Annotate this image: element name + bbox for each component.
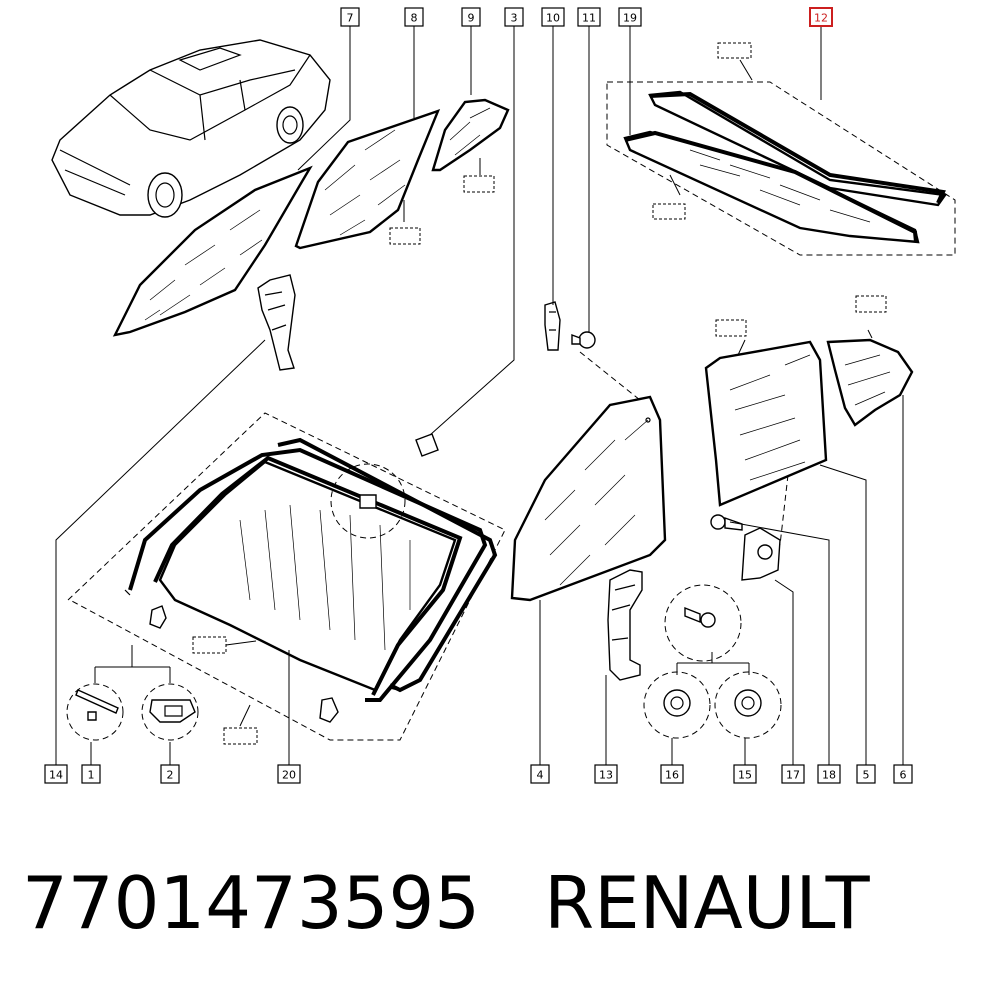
callout-9-label: 9 (468, 12, 475, 25)
glass-part-4 (510, 395, 667, 602)
callout-13-label: 13 (599, 769, 613, 782)
parts-diagram: 7 8 9 3 10 11 19 12 14 1 2 20 (44, 7, 956, 784)
brand-name: RENAULT (544, 861, 870, 945)
callout-20-label: 20 (282, 769, 296, 782)
callout-13: 13 (594, 764, 618, 784)
callout-18: 18 (817, 764, 841, 784)
callout-15: 15 (733, 764, 757, 784)
callout-8-label: 8 (411, 12, 418, 25)
callout-5-label: 5 (863, 769, 870, 782)
callout-4-label: 4 (537, 769, 544, 782)
glass-part-9 (431, 98, 510, 193)
callout-7-label: 7 (347, 12, 354, 25)
callout-12: 12 (809, 7, 833, 27)
callout-18-label: 18 (822, 769, 836, 782)
callout-20: 20 (277, 764, 301, 784)
bracket-part-14 (257, 274, 296, 371)
callout-14: 14 (44, 764, 68, 784)
callout-15-label: 15 (738, 769, 752, 782)
part-caption: 7701473595 RENAULT (22, 858, 982, 958)
callout-16-label: 16 (665, 769, 679, 782)
detail-parts-1-2 (66, 645, 199, 741)
callout-14-label: 14 (49, 769, 63, 782)
callout-12-label: 12 (814, 12, 828, 25)
glass-part-8 (294, 109, 441, 250)
car-illustration (51, 39, 331, 218)
callout-1: 1 (81, 764, 101, 784)
callout-3: 3 (504, 7, 524, 27)
callout-10: 10 (541, 7, 565, 27)
leader-lines (55, 26, 904, 765)
fastener-parts-15-16 (643, 584, 782, 739)
callout-10-label: 10 (546, 12, 560, 25)
part-number: 7701473595 (22, 861, 481, 945)
callout-7: 7 (340, 7, 360, 27)
callout-16: 16 (660, 764, 684, 784)
callout-6: 6 (893, 764, 913, 784)
callout-9: 9 (461, 7, 481, 27)
callout-17-label: 17 (786, 769, 800, 782)
callout-19-label: 19 (623, 12, 637, 25)
callout-2: 2 (160, 764, 180, 784)
callout-2-label: 2 (167, 769, 174, 782)
clip-parts-10-11 (544, 301, 641, 401)
callout-17: 17 (781, 764, 805, 784)
callout-19: 19 (618, 7, 642, 27)
callout-1-label: 1 (88, 769, 95, 782)
callout-8: 8 (404, 7, 424, 27)
regulator-part-13 (607, 569, 643, 681)
callout-4: 4 (530, 764, 550, 784)
glass-part-7 (112, 165, 313, 337)
glass-part-6 (826, 295, 914, 427)
windscreen-assembly (67, 412, 506, 745)
callout-3-label: 3 (511, 12, 518, 25)
bracket-parts-17-18 (710, 474, 789, 581)
callout-5: 5 (856, 764, 876, 784)
rear-window-assembly (606, 42, 956, 256)
callout-6-label: 6 (900, 769, 907, 782)
glass-part-5 (704, 319, 828, 507)
callout-11-label: 11 (582, 12, 596, 25)
callout-11: 11 (577, 7, 601, 27)
